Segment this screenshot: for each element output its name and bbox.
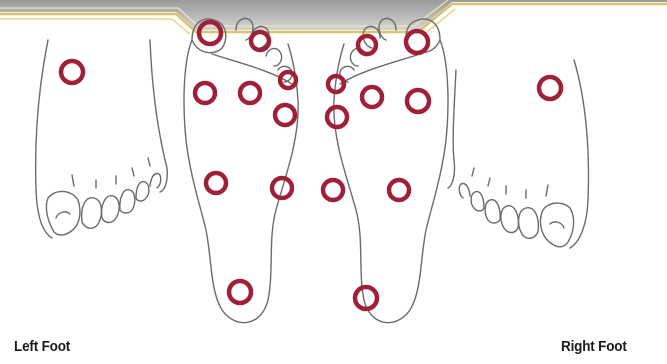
- reflex-point: [362, 87, 382, 107]
- right-sole: [334, 18, 448, 322]
- left-foot-label: Left Foot: [14, 338, 70, 355]
- reflex-point: [323, 180, 343, 200]
- reflex-point: [195, 83, 215, 103]
- reflex-point: [539, 77, 561, 99]
- reflex-point: [389, 180, 409, 200]
- reflex-point: [407, 90, 429, 112]
- reflex-point: [206, 173, 226, 193]
- right-foot-top-view: [448, 60, 588, 248]
- right-foot-label: Right Foot: [561, 338, 627, 355]
- reflex-point: [406, 31, 428, 53]
- left-sole: [184, 18, 298, 322]
- reflex-point: [199, 22, 221, 44]
- feet-illustration: [0, 0, 667, 340]
- reflex-point: [240, 83, 260, 103]
- left-foot-top-view: [36, 40, 168, 238]
- reflex-point: [61, 61, 83, 83]
- reflex-point: [229, 281, 251, 303]
- reflex-point: [275, 105, 295, 125]
- reflex-point: [327, 107, 347, 127]
